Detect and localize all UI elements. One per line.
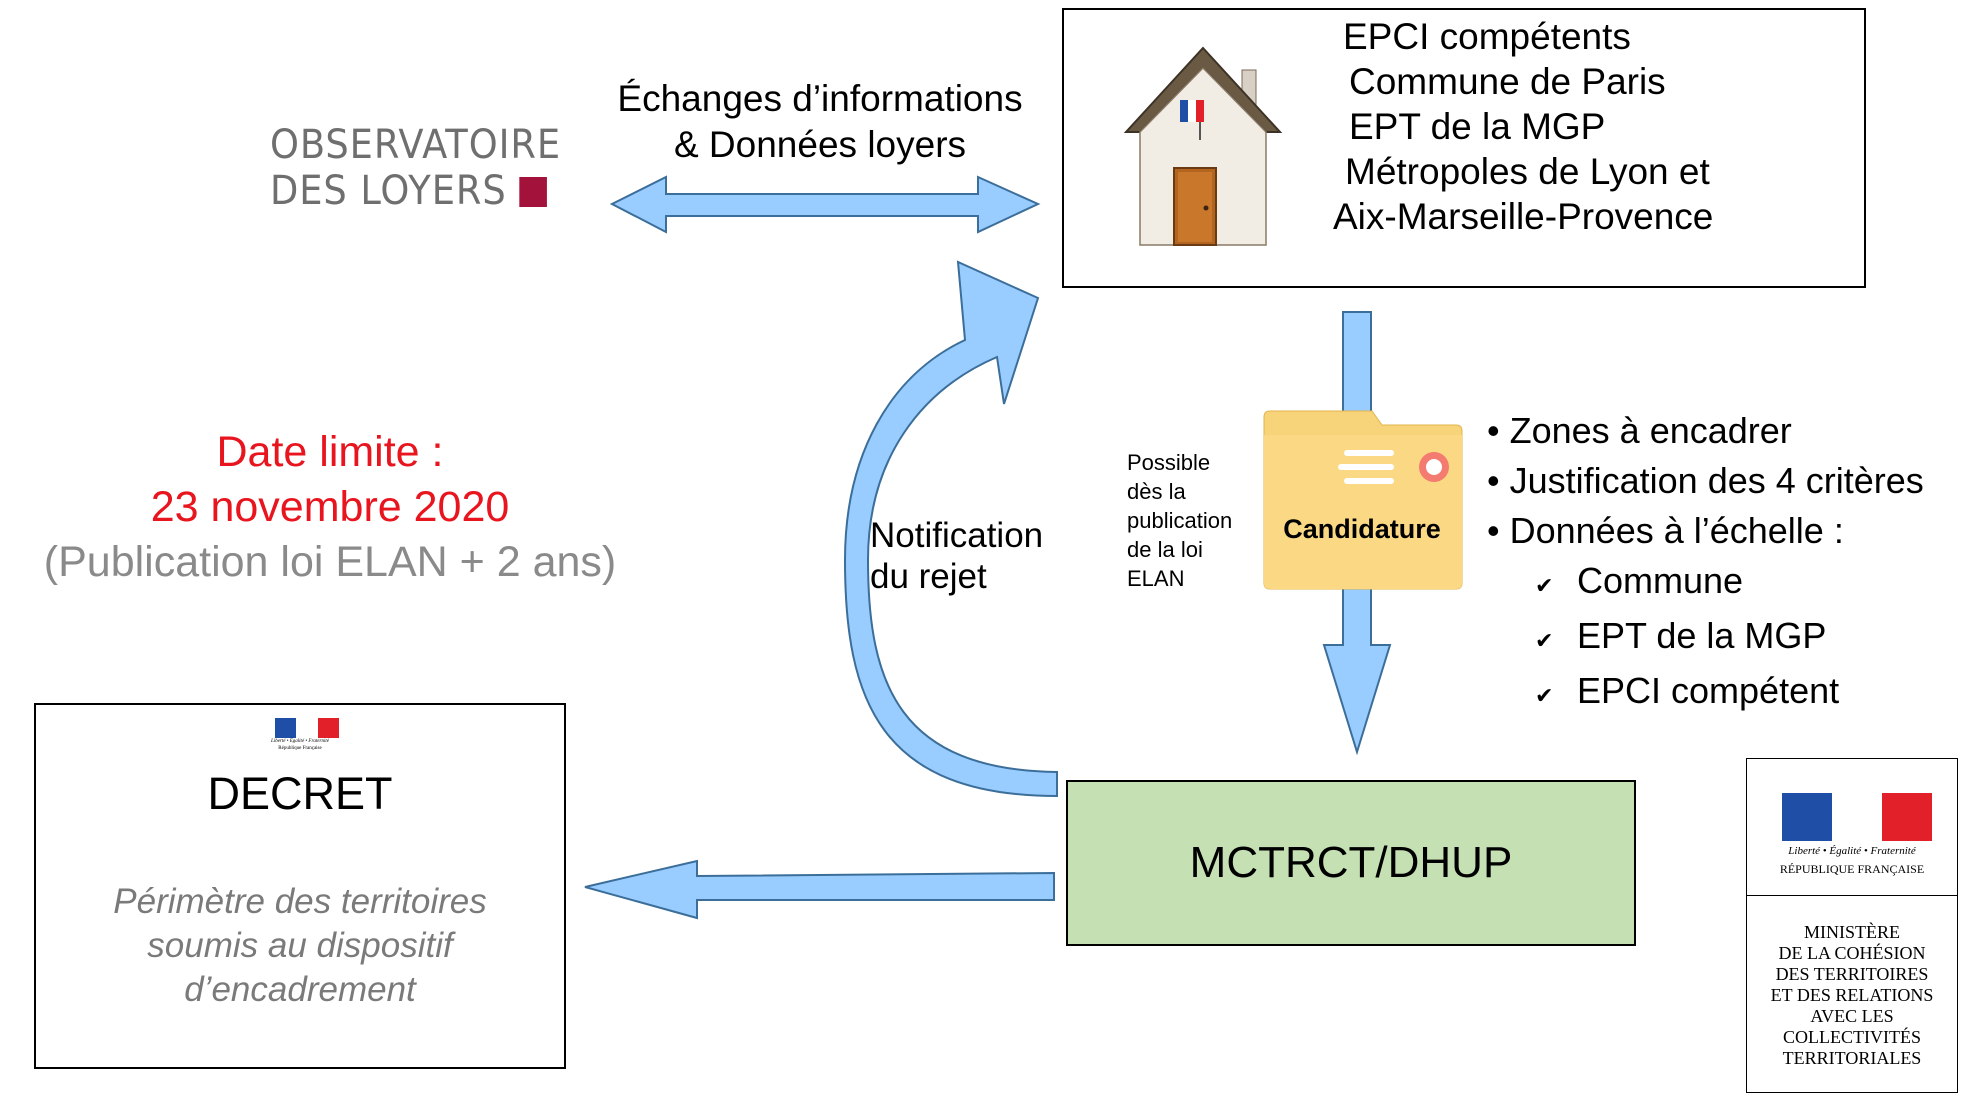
- epci-line: EPT de la MGP: [1349, 106, 1606, 147]
- deadline: Date limite : 23 novembre 2020 (Publicat…: [0, 425, 660, 590]
- decret-subtitle-line: Périmètre des territoires: [113, 882, 487, 921]
- criteria-item: • Justification des 4 critères: [1487, 460, 1924, 501]
- exchange-line1: Échanges d’informations: [617, 78, 1023, 119]
- criteria-list: • Zones à encadrer • Justification des 4…: [1487, 406, 1924, 721]
- notification-line2: du rejet: [870, 557, 987, 596]
- ministere-name-line: DES TERRITOIRES: [1775, 964, 1929, 984]
- epci-list: EPCI compétents Commune de Paris EPT de …: [1325, 14, 1713, 239]
- possible-line: dès la: [1127, 479, 1186, 504]
- decret-subtitle-line: d’encadrement: [184, 970, 416, 1009]
- criteria-subitem-text: EPCI compétent: [1577, 670, 1840, 711]
- marianne-flag-icon: [1782, 793, 1932, 841]
- decret-title: DECRET: [207, 768, 393, 819]
- decret-left-arrow: [584, 859, 1055, 920]
- decret-subtitle-line: soumis au dispositif: [147, 926, 453, 965]
- rejection-curved-arrow: [843, 260, 1058, 798]
- decret-subtitle: Périmètre des territoires soumis au disp…: [34, 880, 566, 1012]
- possible-line: Possible: [1127, 450, 1211, 475]
- criteria-item: • Données à l’échelle :: [1487, 510, 1844, 551]
- marianne-flag-icon: [275, 718, 339, 738]
- divider: [1746, 895, 1958, 896]
- ministere-republique: RÉPUBLIQUE FRANÇAISE: [1779, 862, 1925, 876]
- deadline-date: 23 novembre 2020: [150, 483, 510, 531]
- ministere-name-line: ET DES RELATIONS: [1770, 985, 1934, 1005]
- exchange-line2: & Données loyers: [673, 124, 967, 165]
- ministere-name-line: MINISTÈRE: [1804, 922, 1900, 942]
- logo-square-icon: [519, 177, 548, 207]
- deadline-line1: Date limite :: [216, 428, 444, 476]
- observatoire-logo: OBSERVATOIRE DES LOYERS: [270, 122, 561, 214]
- ministere-name: MINISTÈRE DE LA COHÉSION DES TERRITOIRES…: [1748, 922, 1956, 1069]
- possible-line: ELAN: [1127, 566, 1185, 591]
- house-icon: [1123, 46, 1283, 246]
- criteria-subitem-text: EPT de la MGP: [1577, 615, 1827, 656]
- mctrct-box: MCTRCT/DHUP: [1066, 780, 1636, 946]
- observatoire-line1: OBSERVATOIRE: [270, 122, 562, 168]
- checkmark-icon: ✔: [1535, 573, 1554, 598]
- checkmark-icon: ✔: [1535, 628, 1554, 653]
- ministere-motto: Liberté • Égalité • Fraternité: [1788, 845, 1916, 857]
- criteria-subitem: ✔ Commune: [1487, 556, 1924, 611]
- observatoire-line2: DES LOYERS: [270, 168, 507, 214]
- possible-note: Possible dès la publication de la loi EL…: [1127, 448, 1232, 593]
- exchange-double-arrow: [609, 175, 1041, 234]
- ministere-name-line: AVEC LES: [1810, 1006, 1894, 1026]
- criteria-subitem-text: Commune: [1577, 560, 1744, 601]
- notification-label: Notification du rejet: [870, 515, 1043, 597]
- checkmark-icon: ✔: [1535, 683, 1554, 708]
- folder-icon: [1263, 410, 1463, 590]
- epci-line: Métropoles de Lyon et: [1345, 151, 1710, 192]
- ministere-name-line: TERRITORIALES: [1782, 1048, 1922, 1068]
- decret-republique: République Française: [278, 746, 322, 751]
- notification-line1: Notification: [870, 516, 1044, 555]
- decret-motto: Liberté • Égalité • Fraternité: [271, 739, 329, 744]
- decret-box: [34, 703, 566, 1069]
- mctrct-label: MCTRCT/DHUP: [1189, 838, 1513, 887]
- criteria-subitem: ✔ EPT de la MGP: [1487, 611, 1924, 666]
- criteria-item: • Zones à encadrer: [1487, 410, 1792, 451]
- possible-line: de la loi: [1127, 537, 1203, 562]
- ministere-name-line: DE LA COHÉSION: [1778, 943, 1926, 963]
- candidature-label: Candidature: [1283, 514, 1441, 544]
- epci-line: Aix-Marseille-Provence: [1333, 196, 1714, 237]
- criteria-item-text: Zones à encadrer: [1509, 410, 1792, 451]
- criteria-item-text: Justification des 4 critères: [1509, 460, 1924, 501]
- possible-line: publication: [1127, 508, 1233, 533]
- epci-line: Commune de Paris: [1349, 61, 1666, 102]
- epci-line: EPCI compétents: [1343, 16, 1631, 57]
- exchange-label: Échanges d’informations & Données loyers: [600, 76, 1040, 168]
- criteria-subitem: ✔ EPCI compétent: [1487, 666, 1924, 721]
- criteria-item-text: Données à l’échelle :: [1509, 510, 1844, 551]
- ministere-name-line: COLLECTIVITÉS: [1783, 1027, 1921, 1047]
- deadline-note: (Publication loi ELAN + 2 ans): [43, 538, 617, 586]
